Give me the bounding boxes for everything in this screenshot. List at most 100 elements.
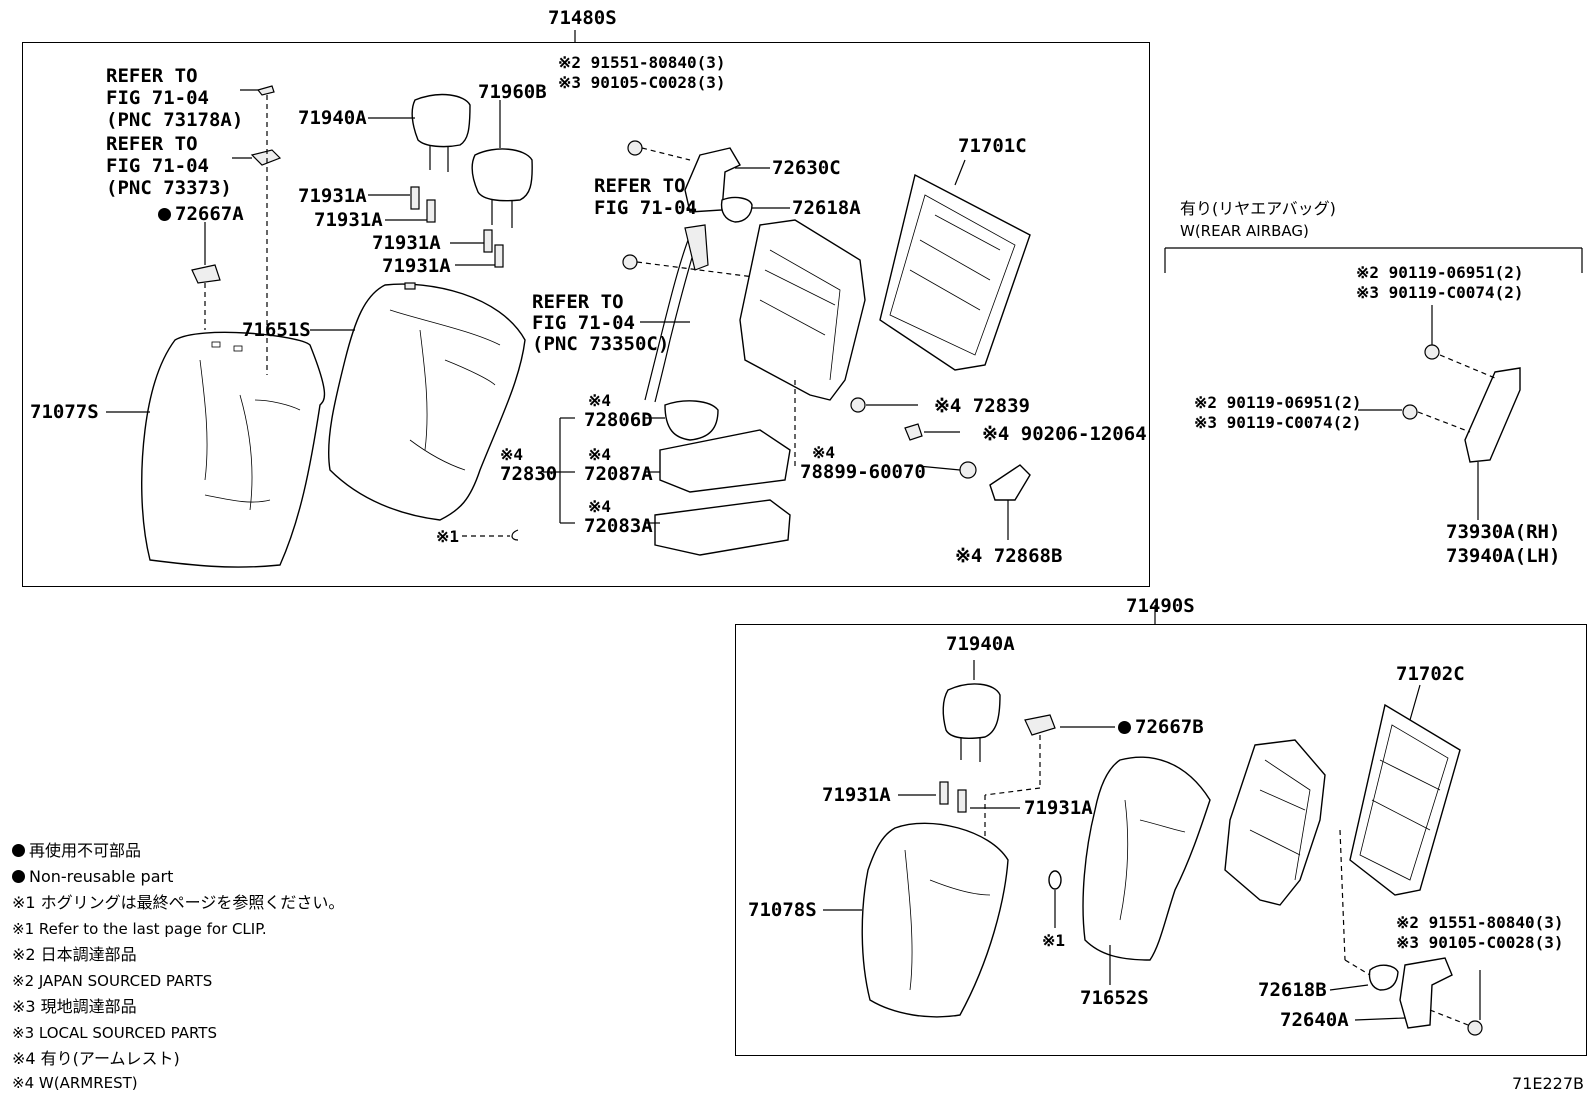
part-71701C: 71701C <box>958 135 1027 157</box>
seatback-pad-71652S <box>1082 756 1211 961</box>
part-71960B: 71960B <box>478 81 547 103</box>
bracket-72640A <box>1399 957 1453 1029</box>
airbag-bolt-2: ※3 90119-C0074(2) <box>1356 283 1524 302</box>
bottom-bolt-1: ※2 91551-80840(3) <box>1396 913 1564 932</box>
ref4-line2: FIG 71-04 <box>532 312 635 334</box>
non-reusable-dot-icon <box>158 208 171 221</box>
seatback-cover-71078S <box>861 822 1009 1018</box>
note-4c: ※4 <box>588 445 612 464</box>
airbag-title-jp: 有り(リヤエアバッグ) <box>1180 199 1336 218</box>
legend-line-6: ※2 JAPAN SOURCED PARTS <box>12 972 213 990</box>
seat-belt <box>644 234 691 401</box>
part-78899-60070: 78899-60070 <box>800 461 926 483</box>
guide-71931A-1 <box>410 186 420 210</box>
part-72087A: 72087A <box>584 463 653 485</box>
part-90206-12064: ※4 90206-12064 <box>982 423 1147 445</box>
non-reusable-dot-icon <box>12 844 25 857</box>
part-71931A-4: 71931A <box>382 255 451 277</box>
legend-line-4: ※1 Refer to the last page for CLIP. <box>12 920 267 938</box>
part-73940A-LH: 73940A(LH) <box>1446 545 1561 567</box>
legend-line-10: ※4 W(ARMREST) <box>12 1074 138 1092</box>
legend-line-9: ※4 有り(アームレスト) <box>12 1049 180 1068</box>
group-box-71490S <box>735 624 1587 1056</box>
part-71077S: 71077S <box>30 401 99 423</box>
headrest-71960B <box>471 148 533 202</box>
clip-note-top: ※1 <box>436 527 460 546</box>
note-4d: ※4 <box>588 497 612 516</box>
part-71940A: 71940A <box>298 107 367 129</box>
bottom-bolt-2: ※3 90105-C0028(3) <box>1396 933 1564 952</box>
non-reusable-dot-icon <box>12 870 25 883</box>
clip-note-bottom: ※1 <box>1042 931 1066 950</box>
part-71931A-1: 71931A <box>298 185 367 207</box>
ref3-line1: REFER TO <box>594 175 686 197</box>
part-71931A-b1: 71931A <box>822 784 891 806</box>
legend-line-7: ※3 現地調達部品 <box>12 997 137 1016</box>
part-72630C: 72630C <box>772 157 841 179</box>
back-board-71702C <box>1349 703 1461 896</box>
part-71651S: 71651S <box>242 319 311 341</box>
part-72618A: 72618A <box>792 197 861 219</box>
part-71078S: 71078S <box>748 899 817 921</box>
airbag-bolt-3: ※2 90119-06951(2) <box>1194 393 1362 412</box>
armrest-base-72083A <box>654 499 791 556</box>
part-72640A: 72640A <box>1280 1009 1349 1031</box>
part-71940A-bottom: 71940A <box>946 633 1015 655</box>
note-4b: ※4 <box>500 445 524 464</box>
part-71931A-2: 71931A <box>314 209 383 231</box>
headrest-71940A <box>411 93 471 148</box>
part-72667A: 72667A <box>158 204 244 224</box>
guide-71931A-4 <box>494 244 504 268</box>
cap-72618A <box>720 196 753 223</box>
part-72667B: 72667B <box>1118 717 1204 737</box>
drawing-code: 71E227B <box>1512 1074 1584 1093</box>
part-72083A: 72083A <box>584 515 653 537</box>
bolt-91551-80840: ※2 91551-80840(3) <box>558 53 726 72</box>
ref1-line3: (PNC 73178A) <box>106 109 244 131</box>
legend-line-5: ※2 日本調達部品 <box>12 945 137 964</box>
non-reusable-dot-icon <box>1118 721 1131 734</box>
ref2-line2: FIG 71-04 <box>106 155 209 177</box>
cupholder-72806D <box>664 400 719 441</box>
ref2-line3: (PNC 73373) <box>106 177 232 199</box>
part-71931A-b2: 71931A <box>1024 797 1093 819</box>
ref3-line2: FIG 71-04 <box>594 197 697 219</box>
seatback-frame <box>739 219 866 401</box>
part-72839: ※4 72839 <box>934 395 1030 417</box>
cap-72618B <box>1368 964 1399 991</box>
back-board-71701C <box>879 173 1031 371</box>
part-72830: 72830 <box>500 463 558 485</box>
airbag-bolt-1: ※2 90119-06951(2) <box>1356 263 1524 282</box>
legend-line-3: ※1 ホグリングは最終ページを参照ください。 <box>12 893 345 912</box>
airbag-bolt-4: ※3 90119-C0074(2) <box>1194 413 1362 432</box>
ref1-line2: FIG 71-04 <box>106 87 209 109</box>
legend-line-1: 再使用不可部品 <box>12 842 141 860</box>
bracket-72630C <box>684 147 741 213</box>
note-4e: ※4 <box>812 443 836 462</box>
armrest-pad-72087A <box>659 429 791 493</box>
group-box-71480S <box>22 42 1150 587</box>
note-4a: ※4 <box>588 391 612 410</box>
seatback-frame-bottom <box>1224 739 1326 906</box>
legend-line-8: ※3 LOCAL SOURCED PARTS <box>12 1024 217 1042</box>
legend-line-2: Non-reusable part <box>12 868 173 886</box>
part-71702C: 71702C <box>1396 663 1465 685</box>
part-73930A-RH: 73930A(RH) <box>1446 521 1561 543</box>
airbag-module <box>1464 367 1521 463</box>
part-71931A-3: 71931A <box>372 232 441 254</box>
ref2-line1: REFER TO <box>106 133 198 155</box>
headrest-71940A-bottom <box>942 683 1001 739</box>
ref4-line3: (PNC 73350C) <box>532 333 670 355</box>
group-label-71480S: 71480S <box>548 7 617 29</box>
guide-71931A-3 <box>483 229 493 253</box>
ref1-line1: REFER TO <box>106 65 198 87</box>
guide-71931A-2 <box>426 199 436 223</box>
part-72868B: ※4 72868B <box>955 545 1063 567</box>
seatback-cover-71077S <box>141 331 326 568</box>
part-72618B: 72618B <box>1258 979 1327 1001</box>
ref4-line1: REFER TO <box>532 291 624 313</box>
bolt-90105-C0028: ※3 90105-C0028(3) <box>558 73 726 92</box>
airbag-title-en: W(REAR AIRBAG) <box>1180 222 1309 240</box>
